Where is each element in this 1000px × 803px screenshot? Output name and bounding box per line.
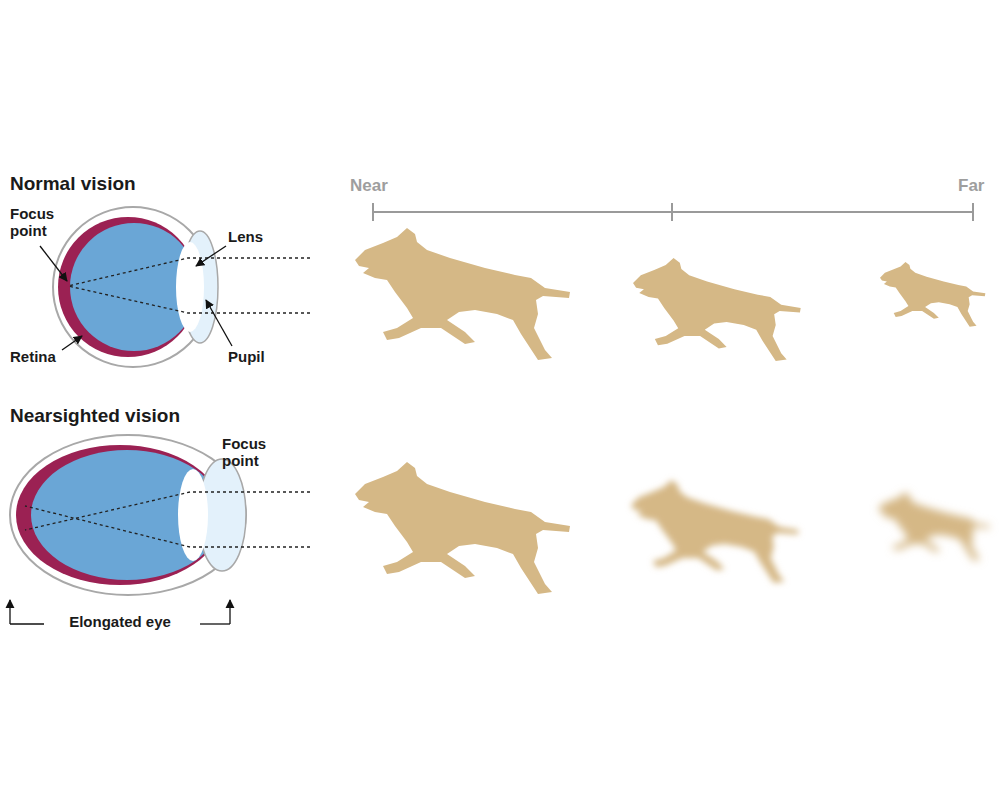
section-heading: Normal vision: [10, 174, 250, 195]
nearsighted-eye: [10, 435, 310, 595]
dog-silhouettes: [355, 228, 990, 594]
part-label: Retina: [10, 349, 80, 366]
part-label: Lens: [228, 229, 288, 246]
distance-scale: [373, 203, 973, 221]
part-label: Elongated eye: [50, 614, 190, 631]
part-label: Focus point: [222, 436, 278, 469]
section-heading: Nearsighted vision: [10, 406, 270, 427]
scale-label: Far: [958, 177, 998, 196]
scale-label: Near: [350, 177, 410, 196]
part-label: Pupil: [228, 349, 288, 366]
part-label: Focus point: [10, 206, 66, 239]
normal-eye: [53, 207, 310, 367]
